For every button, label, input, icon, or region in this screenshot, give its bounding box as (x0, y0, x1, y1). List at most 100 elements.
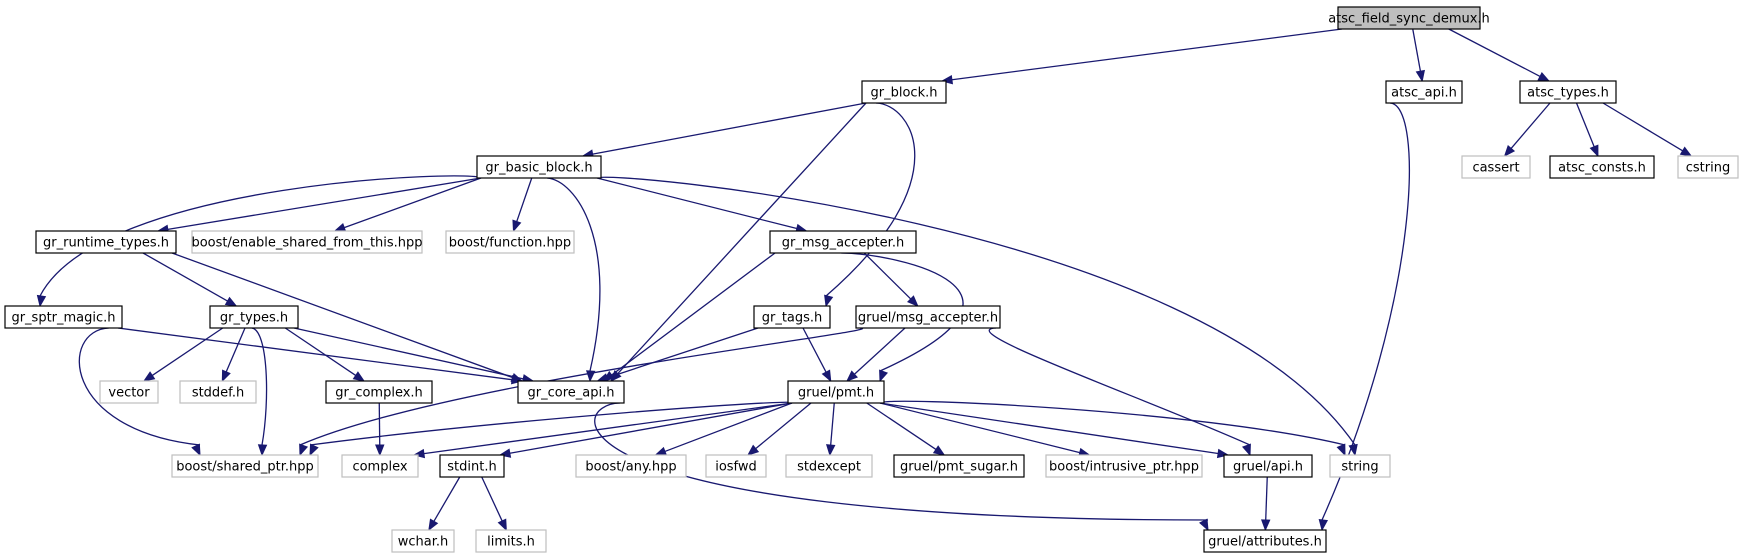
node-label: string (1341, 460, 1378, 475)
edge-arrowhead (1241, 443, 1251, 457)
node-gr-complex[interactable]: gr_complex.h (325, 380, 433, 404)
node-label: atsc_types.h (1527, 86, 1609, 101)
node-box (391, 529, 455, 553)
edge-arrowhead (510, 374, 524, 385)
node-label: gr_core_api.h (528, 386, 615, 401)
edge-gr_msg_accepter-to-gruel_pmt (841, 252, 964, 372)
node-box (893, 454, 1025, 478)
node-gruel-pmt[interactable]: gruel/pmt.h (787, 380, 885, 404)
node-label: gr_sptr_magic.h (11, 311, 115, 326)
node-box (476, 155, 602, 179)
node-gr-sptr-magic[interactable]: gr_sptr_magic.h (4, 305, 123, 329)
node-string: string (1329, 454, 1391, 478)
edge-arrowhead (299, 443, 309, 457)
node-label: gruel/api.h (1233, 460, 1303, 475)
edge-arrowhead (1503, 144, 1516, 158)
node-box (171, 454, 319, 478)
node-label: atsc_field_sync_demux.h (1328, 12, 1490, 27)
node-gr-basic-block[interactable]: gr_basic_block.h (476, 155, 602, 179)
node-box (179, 380, 257, 404)
edge-gruel_pmt-to-gruel_api (879, 402, 1219, 455)
node-label: complex (352, 460, 407, 475)
edge-gr_runtime_types-to-gr_types (142, 252, 228, 302)
edge-arrowhead (224, 296, 238, 307)
edge-arrowhead (1318, 518, 1329, 532)
edge-arrowhead (257, 444, 268, 457)
edge-arrowhead (846, 370, 858, 382)
node-gruel-api[interactable]: gruel/api.h (1223, 454, 1313, 478)
node-label: cstring (1686, 161, 1730, 176)
edge-gruel_pmt-to-intrusive_ptr (879, 402, 1080, 454)
node-label: gruel/msg_accepter.h (858, 311, 998, 326)
node-box (769, 230, 917, 254)
node-box (35, 230, 177, 254)
node-gr-core-api[interactable]: gr_core_api.h (517, 380, 625, 404)
node-box (1045, 454, 1203, 478)
edge-arrowhead (309, 443, 319, 457)
edge-atsc_types-to-atsc_consts (1575, 102, 1595, 147)
node-box (705, 454, 767, 478)
node-label: gr_types.h (220, 311, 288, 326)
edge-gr_msg_accepter-to-gruel_msg_accepter (863, 252, 912, 300)
edge-arrowhead (1537, 71, 1551, 82)
edge-root-to-gr_block (951, 28, 1343, 81)
edge-arrowhead (907, 295, 919, 307)
node-box (1223, 454, 1313, 478)
edge-gr_types-to-vector (151, 327, 224, 376)
node-pmt-sugar[interactable]: gruel/pmt_sugar.h (893, 454, 1025, 478)
edge-arrowhead (654, 446, 668, 456)
edge-gruel_pmt-to-complex (423, 402, 793, 455)
node-label: stddef.h (192, 386, 244, 401)
edge-gr_basic_block-to-gr_runtime_types (167, 177, 482, 231)
edge-gr_basic_block-to-gr_core_api (546, 177, 601, 372)
node-gr-block[interactable]: gr_block.h (861, 80, 947, 104)
edge-gruel_msg_accepter-to-shared_ptr (299, 327, 864, 446)
edge-gruel_pmt-to-string (879, 400, 1346, 446)
edge-atsc_types-to-cstring (1602, 102, 1683, 152)
node-gr-runtime-types[interactable]: gr_runtime_types.h (35, 230, 177, 254)
node-shared-ptr: boost/shared_ptr.hpp (171, 454, 319, 478)
edge-arrowhead (497, 518, 507, 532)
node-box (1677, 155, 1739, 179)
edge-arrowhead (1415, 69, 1425, 83)
node-root[interactable]: atsc_field_sync_demux.h (1328, 6, 1490, 30)
node-label: gr_tags.h (762, 311, 823, 326)
edge-gr_complex-to-complex (378, 402, 381, 446)
node-boost-any: boost/any.hpp (575, 454, 687, 478)
node-stdexcept: stdexcept (785, 454, 873, 478)
node-stdint[interactable]: stdint.h (439, 454, 505, 478)
node-gruel-msg-accepter[interactable]: gruel/msg_accepter.h (855, 305, 1001, 329)
node-label: gr_complex.h (335, 386, 423, 401)
node-box (1329, 454, 1391, 478)
node-label: boost/any.hpp (585, 460, 676, 475)
node-label: gruel/attributes.h (1208, 535, 1322, 550)
node-box (861, 80, 947, 104)
node-label: gr_block.h (871, 86, 938, 101)
node-gr-types[interactable]: gr_types.h (209, 305, 299, 329)
node-stddef: stddef.h (179, 380, 257, 404)
node-boost-function: boost/function.hpp (445, 230, 575, 254)
node-box (855, 305, 1001, 329)
node-layer: atsc_field_sync_demux.h gr_block.h atsc_ap… (4, 6, 1739, 553)
node-intrusive-ptr: boost/intrusive_ptr.hpp (1045, 454, 1203, 478)
node-box (575, 454, 687, 478)
edge-gr_types-to-shared_ptr (251, 327, 268, 446)
edge-arrowhead (1260, 519, 1271, 532)
edge-arrowhead (512, 219, 522, 233)
edge-arrowhead (333, 222, 347, 232)
node-box (209, 305, 299, 329)
node-gr-tags[interactable]: gr_tags.h (753, 305, 831, 329)
node-box (1519, 80, 1617, 104)
edge-arrowhead (879, 369, 889, 383)
node-gr-msg-accepter[interactable]: gr_msg_accepter.h (769, 230, 917, 254)
edge-gruel_pmt-to-stdexcept (830, 402, 835, 446)
node-gruel-attributes[interactable]: gruel/attributes.h (1203, 529, 1327, 553)
edge-gr_msg_accepter-to-gr_core_api (611, 252, 776, 376)
node-box (1549, 155, 1655, 179)
edge-stdint-to-limits (481, 476, 503, 522)
node-atsc-types[interactable]: atsc_types.h (1519, 80, 1617, 104)
node-atsc-consts[interactable]: atsc_consts.h (1549, 155, 1655, 179)
edge-gr_types-to-gr_core_api (293, 327, 524, 380)
node-atsc-api[interactable]: atsc_api.h (1385, 80, 1463, 104)
node-label: gr_runtime_types.h (43, 236, 169, 251)
